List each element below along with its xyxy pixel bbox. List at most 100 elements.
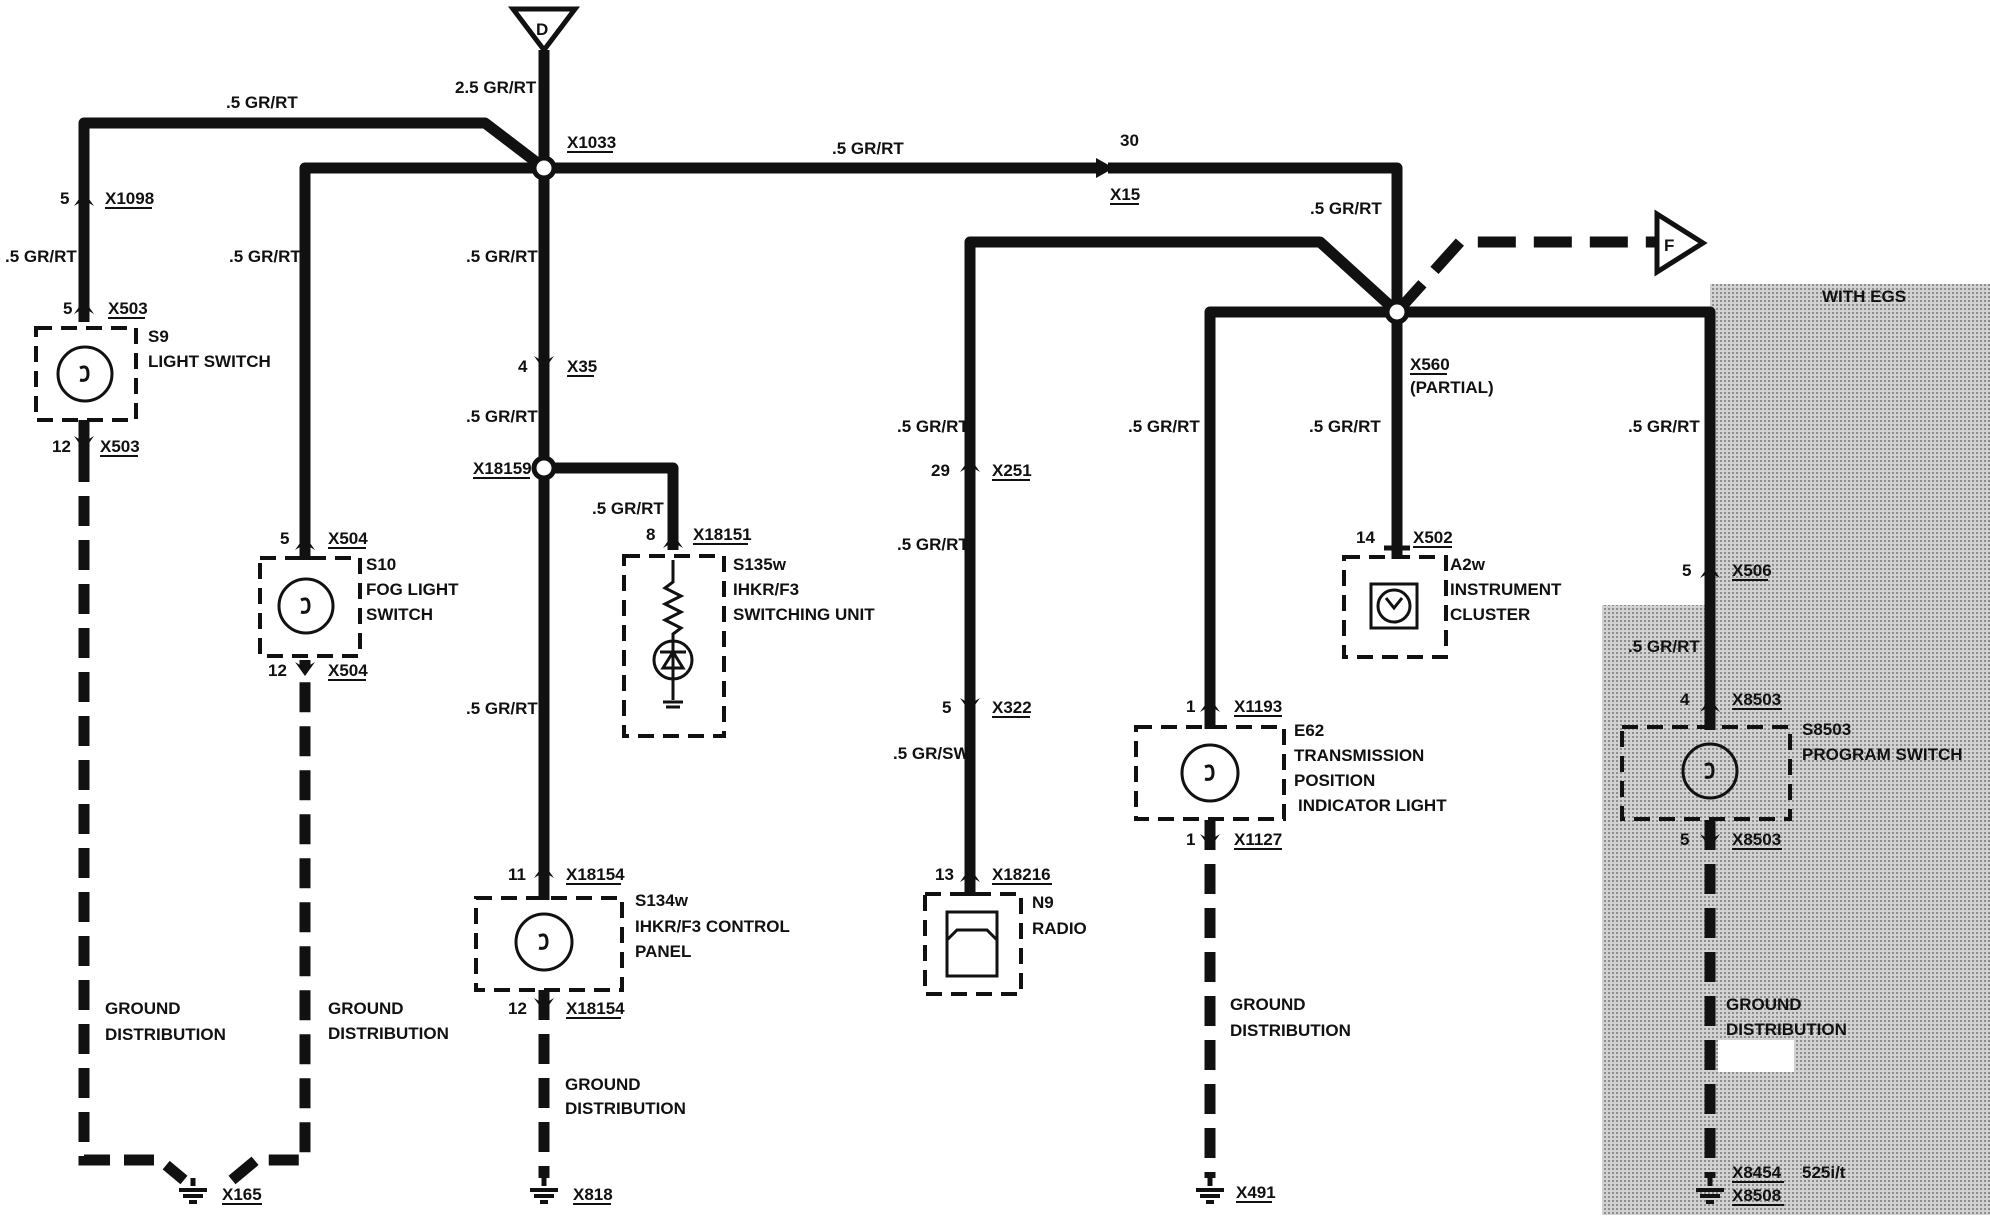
component-id: S135w — [733, 555, 787, 574]
pin-number: 8 — [646, 525, 655, 544]
radio-icon — [945, 910, 999, 978]
ground-symbol-icon — [530, 1178, 558, 1204]
pin-number: 4 — [1680, 690, 1690, 709]
pin-label: X18154 — [566, 999, 625, 1018]
wire-label: .5 GR/RT — [229, 247, 301, 266]
ground-distribution-label: GROUND — [1230, 995, 1306, 1014]
pin-label: X18151 — [693, 525, 752, 544]
component-name: TRANSMISSION — [1294, 746, 1424, 765]
ground-symbol-icon — [1196, 1178, 1224, 1204]
e62-transmission-indicator — [1134, 725, 1286, 821]
splice-label: X18159 — [473, 459, 532, 478]
wire-to-fog-switch — [299, 162, 544, 548]
ground-distribution-label: DISTRIBUTION — [105, 1025, 226, 1044]
wire-label: .5 GR/RT — [1310, 199, 1382, 218]
component-name: SWITCHING UNIT — [733, 605, 875, 624]
pin-label: X8503 — [1732, 690, 1781, 709]
pin-label: X35 — [567, 357, 597, 376]
wire-radio-feed — [964, 236, 1401, 880]
component-id: A2w — [1450, 555, 1486, 574]
s134-switch-icon — [514, 912, 574, 972]
pin-number: 5 — [63, 299, 72, 318]
pin-number: 12 — [52, 437, 71, 456]
ground-tick-icon — [663, 700, 683, 709]
pin-label: X506 — [1732, 561, 1772, 580]
component-name: LIGHT SWITCH — [148, 352, 271, 371]
ground-distribution-label: GROUND — [1726, 995, 1802, 1014]
s10-switch-icon — [277, 577, 335, 635]
wire-egs — [1397, 306, 1716, 730]
pin-number: 12 — [268, 661, 287, 680]
wire-label: .5 GR/RT — [466, 407, 538, 426]
wire-label: .5 GR/RT — [226, 93, 298, 112]
pin-number: 30 — [1120, 131, 1139, 150]
ground-wire-1 — [78, 452, 311, 1185]
pin-number: 5 — [60, 189, 69, 208]
component-id: S10 — [366, 555, 396, 574]
pin-number: 4 — [518, 357, 528, 376]
ground-distribution-label: GROUND — [565, 1075, 641, 1094]
ground-symbol-icon — [1696, 1178, 1724, 1204]
pin-number: 1 — [1186, 697, 1195, 716]
pin-label: X503 — [108, 299, 148, 318]
wire-label: .5 GR/RT — [832, 139, 904, 158]
pin-label: X18216 — [992, 865, 1051, 884]
pin-number: 11 — [508, 865, 526, 884]
splice-label: X560 — [1410, 355, 1450, 374]
component-id: S8503 — [1802, 720, 1851, 739]
wire-label: .5 GR/SW — [893, 744, 970, 763]
component-name: INSTRUMENT — [1450, 580, 1562, 599]
component-id: S134w — [635, 891, 689, 910]
component-name: IHKR/F3 CONTROL — [635, 917, 790, 936]
wire-label: .5 GR/RT — [1628, 637, 1700, 656]
pin-label: X503 — [100, 437, 140, 456]
pin-label: X8503 — [1732, 830, 1781, 849]
ground-distribution-label: DISTRIBUTION — [328, 1024, 449, 1043]
connector-d-icon — [507, 6, 581, 55]
wire-to-left-switch — [78, 117, 548, 205]
ground-distribution-label: DISTRIBUTION — [565, 1099, 686, 1118]
pin-label: X251 — [992, 461, 1032, 480]
egs-blank-patch — [1718, 1040, 1794, 1072]
ground-distribution-label: DISTRIBUTION — [1726, 1020, 1847, 1039]
ground-distribution-label: DISTRIBUTION — [1230, 1021, 1351, 1040]
ground-point-label: X8454 — [1732, 1163, 1782, 1182]
s8503-switch-icon — [1681, 742, 1739, 800]
wire-label: .5 GR/RT — [897, 417, 969, 436]
wire-label: .5 GR/RT — [5, 247, 77, 266]
connector-f-label: F — [1664, 236, 1674, 255]
component-id: S9 — [148, 327, 169, 346]
pin-number: 13 — [935, 865, 954, 884]
ground-point-label: X491 — [1236, 1183, 1276, 1202]
option-label: WITH EGS — [1822, 287, 1906, 306]
pin-label: X1098 — [105, 189, 154, 208]
pin-number: 5 — [280, 529, 289, 548]
splice-x560 — [1384, 299, 1410, 325]
component-name: PANEL — [635, 942, 691, 961]
e62-lamp-icon — [1180, 743, 1240, 803]
pin-label: X1193 — [1234, 697, 1282, 716]
ground-point-note: 525i/t — [1802, 1163, 1846, 1182]
ground-point-label: X818 — [573, 1185, 613, 1204]
component-name: FOG LIGHT — [366, 580, 459, 599]
pin-number: 12 — [508, 999, 527, 1018]
pin-number: 5 — [1682, 561, 1691, 580]
wire-label: .5 GR/RT — [897, 535, 969, 554]
ground-point-label: X8508 — [1732, 1186, 1781, 1205]
ground-point-label: X165 — [222, 1185, 262, 1204]
component-name: INDICATOR LIGHT — [1298, 796, 1447, 815]
pin-number: 1 — [1186, 830, 1195, 849]
wire-label: .5 GR/RT — [1128, 417, 1200, 436]
connector-chevron-icon — [74, 192, 1720, 1012]
splice-note: (PARTIAL) — [1410, 378, 1494, 397]
pin-label: X1127 — [1234, 830, 1282, 849]
wire-label: .5 GR/RT — [592, 499, 664, 518]
component-name: CLUSTER — [1450, 605, 1530, 624]
wire-label: 2.5 GR/RT — [455, 78, 537, 97]
pin-label: X504 — [328, 529, 368, 548]
pin-number: 5 — [942, 698, 951, 717]
ground-distribution-label: GROUND — [328, 999, 404, 1018]
resistor-icon — [661, 560, 685, 640]
component-id: E62 — [1294, 721, 1324, 740]
